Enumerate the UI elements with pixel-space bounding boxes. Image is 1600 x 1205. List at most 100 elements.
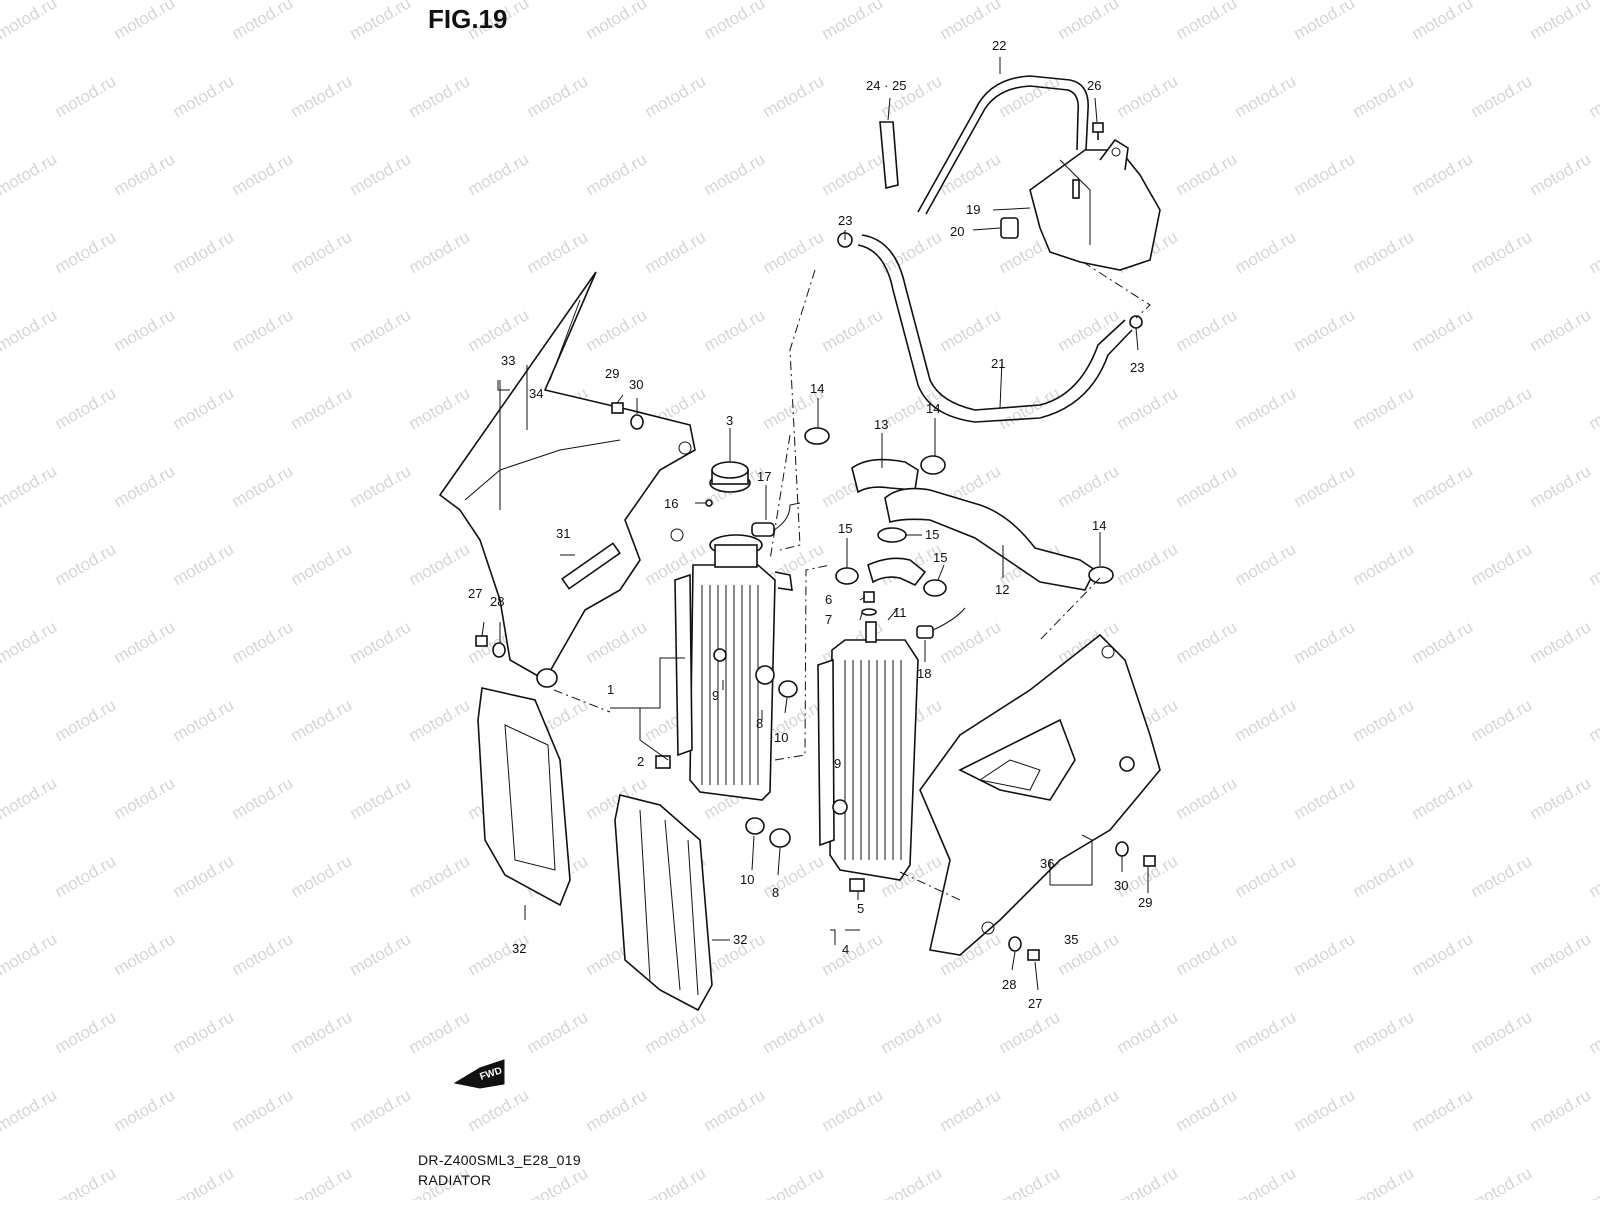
callout-23-upper: 23 [838, 213, 852, 228]
watermark-text: motod.ru [583, 149, 651, 199]
watermark-text: motod.ru [1291, 305, 1359, 355]
watermark-text: motod.ru [170, 227, 238, 277]
watermark-text: motod.ru [111, 773, 179, 823]
watermark-text: motod.ru [1232, 695, 1300, 745]
watermark-text: motod.ru [1409, 0, 1477, 43]
callout-14-c: 14 [1092, 518, 1106, 533]
watermark-text: motod.ru [1409, 149, 1477, 199]
watermark-text: motod.ru [1527, 0, 1595, 43]
watermark-text: motod.ru [1173, 1085, 1241, 1135]
watermark-text: motod.ru [701, 1085, 769, 1135]
right-radiator [818, 622, 918, 880]
watermark-text: motod.ru [0, 929, 60, 979]
callout-31: 31 [556, 526, 570, 541]
watermark-text: motod.ru [52, 1007, 120, 1057]
watermark-text: motod.ru [524, 1007, 592, 1057]
clamp-14-b [921, 456, 945, 474]
watermark-text: motod.ru [1409, 617, 1477, 667]
watermark-text: motod.ru [878, 1163, 946, 1200]
watermark-text: motod.ru [465, 1085, 533, 1135]
watermark-text: motod.ru [465, 305, 533, 355]
bolt-27-right [1028, 950, 1039, 960]
watermark-text: motod.ru [347, 149, 415, 199]
callout-16: 16 [664, 496, 678, 511]
callout-23-lower: 23 [1130, 360, 1144, 375]
grommet-10-lower [746, 818, 764, 834]
callout-19: 19 [966, 202, 980, 217]
watermark-text: motod.ru [819, 1085, 887, 1135]
watermark-text: motod.ru [111, 461, 179, 511]
watermark-text: motod.ru [1173, 149, 1241, 199]
watermark-text: motod.ru [347, 1085, 415, 1135]
watermark-text: motod.ru [288, 383, 356, 433]
watermark-text: motod.ru [1055, 1085, 1123, 1135]
watermark-text: motod.ru [819, 929, 887, 979]
watermark-text: motod.ru [52, 71, 120, 121]
watermark-text: motod.ru [1055, 305, 1123, 355]
watermark-text: motod.ru [0, 305, 60, 355]
watermark-text: motod.ru [1350, 695, 1418, 745]
watermark-text: motod.ru [1173, 0, 1241, 43]
callout-10-upper: 10 [774, 730, 788, 745]
watermark-text: motod.ru [288, 1163, 356, 1200]
callout-15-b: 15 [925, 527, 939, 542]
watermark-text: motod.ru [1527, 1085, 1595, 1135]
watermark-text: motod.ru [170, 851, 238, 901]
watermark-text: motod.ru [406, 695, 474, 745]
watermark-text: motod.ru [996, 1163, 1064, 1200]
watermark-text: motod.ru [170, 539, 238, 589]
watermark-text: motod.ru [111, 617, 179, 667]
watermark-text: motod.ru [524, 71, 592, 121]
watermark-text: motod.ru [1468, 1163, 1536, 1200]
watermark-text: motod.ru [229, 929, 297, 979]
watermark-text: motod.ru [1468, 227, 1536, 277]
callout-30-right: 30 [1114, 878, 1128, 893]
watermark-text: motod.ru [701, 0, 769, 43]
callout-32-center: 32 [733, 932, 747, 947]
watermark-text: motod.ru [642, 1163, 710, 1200]
hose-clip [880, 122, 898, 188]
watermark-text: motod.ru [52, 1163, 120, 1200]
bracket-5 [850, 879, 864, 891]
reservoir-tank [1030, 140, 1160, 270]
watermark-text: motod.ru [1527, 929, 1595, 979]
watermark-text: motod.ru [111, 149, 179, 199]
collar-8-lower [770, 829, 790, 847]
watermark-text: motod.ru [52, 383, 120, 433]
watermark-text: motod.ru [996, 383, 1064, 433]
watermark-text: motod.ru [229, 461, 297, 511]
callout-32-left: 32 [512, 941, 526, 956]
washer-28-left [493, 643, 505, 657]
watermark-text: motod.ru [1232, 383, 1300, 433]
watermark-text: motod.ru [406, 227, 474, 277]
callout-5: 5 [857, 901, 864, 916]
drain-bolt-6 [864, 592, 874, 602]
watermark-text: motod.ru [760, 851, 828, 901]
callout-14-b: 14 [926, 401, 940, 416]
callout-12: 12 [995, 582, 1009, 597]
screw-16 [706, 500, 712, 506]
watermark-text: motod.ru [288, 851, 356, 901]
callout-14-a: 14 [810, 381, 824, 396]
watermark-text: motod.ru [170, 1163, 238, 1200]
callout-24-25: 24 · 25 [866, 78, 906, 93]
washer-30-right [1116, 842, 1128, 856]
callout-34: 34 [529, 386, 543, 401]
watermark-text: motod.ru [1409, 773, 1477, 823]
watermark-text: motod.ru [1232, 1163, 1300, 1200]
watermark-text: motod.ru [642, 1007, 710, 1057]
callout-11: 11 [893, 605, 907, 620]
watermark-text: motod.ru [1586, 383, 1600, 433]
bolt-27-left [476, 636, 487, 646]
watermark-text: motod.ru [1291, 0, 1359, 43]
watermark-text: motod.ru [347, 773, 415, 823]
callout-10-lower: 10 [740, 872, 754, 887]
callout-22: 22 [992, 38, 1006, 53]
bracket-2 [656, 756, 670, 768]
watermark-text: motod.ru [1114, 71, 1182, 121]
watermark-text: motod.ru [111, 0, 179, 43]
watermark-text: motod.ru [937, 149, 1005, 199]
watermark-text: motod.ru [819, 149, 887, 199]
watermark-text: motod.ru [1468, 695, 1536, 745]
watermark-text: motod.ru [1232, 71, 1300, 121]
